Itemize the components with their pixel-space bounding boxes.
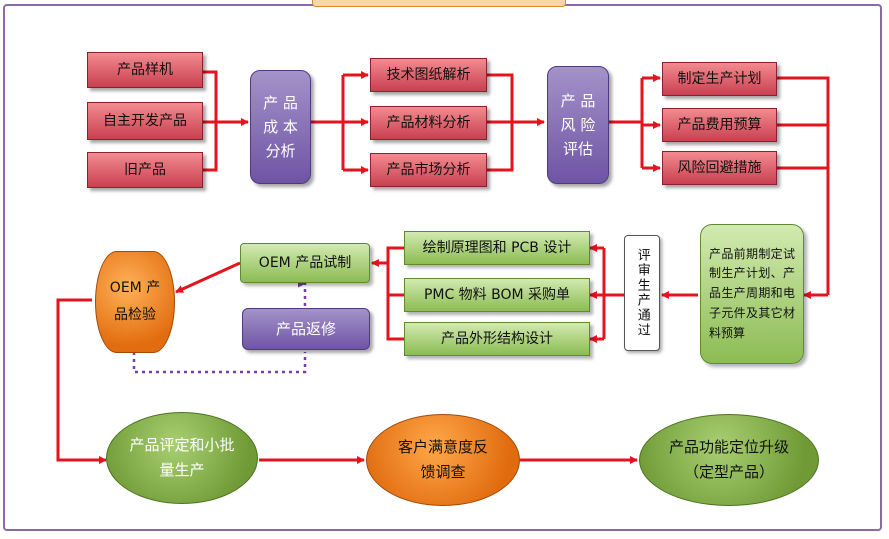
node-production-plan: 制定生产计划 (662, 62, 777, 96)
node-review-pass: 评审生产通过 (624, 235, 660, 351)
node-product-sample: 产品样机 (87, 52, 203, 88)
node-satisfaction-feedback-label: 客户满意度反馈调查 (397, 437, 488, 482)
node-cost-analysis: 产 品 成 本 分析 (250, 70, 311, 184)
node-drawing-analysis: 技术图纸解析 (370, 58, 487, 92)
node-cost-analysis-label: 产 品 成 本 分析 (263, 94, 298, 160)
dotted-inspect-to-repair (132, 352, 307, 374)
node-oem-trial-label: OEM 产品试制 (258, 254, 352, 271)
node-market-analysis-label: 产品市场分析 (386, 161, 471, 178)
node-function-upgrade-label: 产品功能定位升级（定型产品） (668, 437, 789, 482)
node-schematic-pcb-label: 绘制原理图和 PCB 设计 (422, 239, 572, 256)
node-oem-inspection-label: OEM 产品检验 (109, 280, 161, 323)
connector-plans-merge (777, 76, 830, 295)
node-cost-budget: 产品费用预算 (662, 108, 777, 142)
node-self-developed: 自主开发产品 (87, 102, 203, 140)
arrow-to-oem-inspect (175, 261, 241, 294)
node-material-analysis-label: 产品材料分析 (386, 114, 471, 131)
node-risk-avoidance: 风险回避措施 (662, 151, 777, 185)
node-pmc-bom-label: PMC 物料 BOM 采购单 (423, 286, 571, 303)
node-pre-budget: 产品前期制定试制生产计划、产品生产周期和电子元件及其它材料预算 (700, 224, 804, 364)
node-evaluate-small-batch-label: 产品评定和小批量生产 (129, 435, 235, 480)
node-oem-trial: OEM 产品试制 (240, 243, 370, 283)
node-repair-label: 产品返修 (275, 319, 336, 338)
node-satisfaction-feedback: 客户满意度反馈调查 (366, 414, 520, 506)
node-market-analysis: 产品市场分析 (370, 153, 487, 187)
node-structure-design-label: 产品外形结构设计 (441, 330, 553, 347)
node-pre-budget-label: 产品前期制定试制生产计划、产品生产周期和电子元件及其它材料预算 (709, 246, 795, 340)
node-production-plan-label: 制定生产计划 (677, 70, 762, 87)
title-tab (312, 0, 566, 7)
node-pmc-bom: PMC 物料 BOM 采购单 (404, 278, 590, 312)
node-risk-avoidance-label: 风险回避措施 (677, 159, 762, 176)
node-drawing-analysis-label: 技术图纸解析 (386, 66, 471, 83)
node-oem-inspection: OEM 产品检验 (95, 251, 175, 353)
node-material-analysis: 产品材料分析 (370, 106, 487, 140)
node-old-product: 旧产品 (87, 152, 203, 188)
node-risk-evaluation-label: 产 品 风 险 评估 (560, 92, 596, 158)
node-risk-evaluation: 产 品 风 险 评估 (547, 66, 609, 184)
node-old-product-label: 旧产品 (124, 161, 166, 178)
node-function-upgrade: 产品功能定位升级（定型产品） (639, 414, 819, 506)
node-cost-budget-label: 产品费用预算 (677, 116, 762, 133)
node-structure-design: 产品外形结构设计 (404, 322, 590, 356)
node-evaluate-small-batch: 产品评定和小批量生产 (106, 412, 258, 504)
node-schematic-pcb: 绘制原理图和 PCB 设计 (404, 231, 590, 265)
node-repair: 产品返修 (242, 308, 370, 350)
node-self-developed-label: 自主开发产品 (103, 112, 187, 129)
node-review-pass-label: 评审生产通过 (634, 248, 650, 338)
arrow-to-evaluate (56, 298, 107, 464)
node-product-sample-label: 产品样机 (117, 61, 173, 78)
